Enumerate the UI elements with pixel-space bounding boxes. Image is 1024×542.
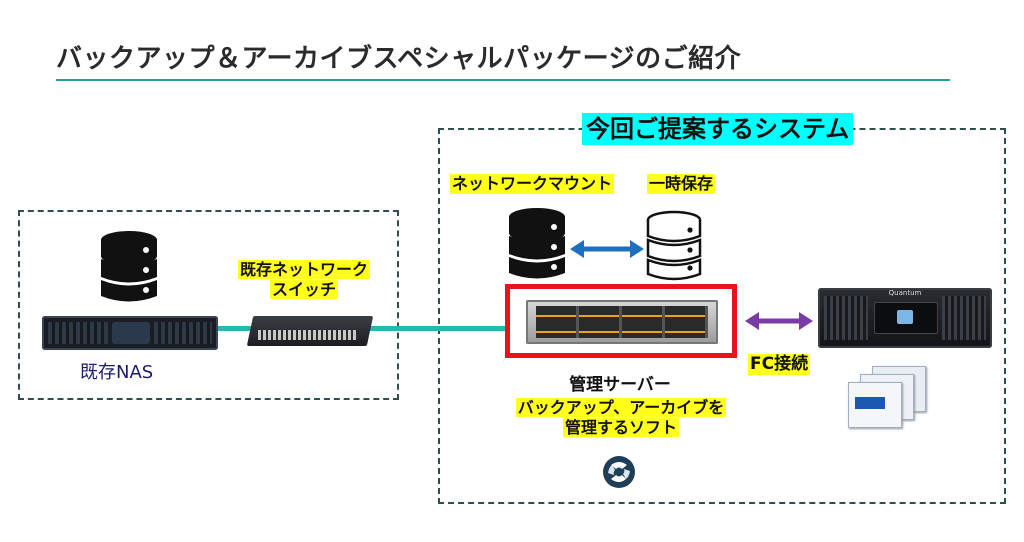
tape-library-brand: Quantum bbox=[888, 289, 922, 297]
network-switch-device bbox=[246, 308, 374, 354]
existing-switch-label-line1: 既存ネットワーク bbox=[237, 260, 370, 279]
management-server-device bbox=[526, 300, 718, 344]
software-label: バックアップ、アーカイブを 管理するソフト bbox=[496, 398, 746, 438]
management-server-label: 管理サーバー bbox=[569, 375, 671, 395]
tape-cartridges bbox=[848, 366, 940, 428]
page-title: バックアップ＆アーカイブスペシャルパッケージのご紹介 bbox=[56, 44, 742, 74]
existing-nas-device bbox=[42, 316, 218, 350]
temp-storage-label: 一時保存 bbox=[647, 174, 716, 194]
software-label-line2: 管理するソフト bbox=[562, 418, 679, 437]
fc-double-arrow-icon bbox=[745, 312, 813, 330]
software-logo-icon bbox=[603, 456, 635, 488]
sync-double-arrow-icon bbox=[570, 240, 644, 258]
existing-nas-label: 既存NAS bbox=[80, 362, 154, 383]
proposed-system-label: 今回ご提案するシステム bbox=[582, 113, 854, 145]
tape-library-device: Quantum bbox=[818, 288, 992, 348]
existing-switch-label: 既存ネットワーク スイッチ bbox=[234, 260, 374, 300]
software-label-line1: バックアップ、アーカイブを bbox=[515, 398, 727, 417]
nas-database-icon bbox=[101, 231, 157, 302]
temp-storage-database-icon bbox=[646, 210, 702, 281]
network-mount-database-icon bbox=[509, 208, 565, 279]
network-mount-label: ネットワークマウント bbox=[450, 174, 615, 194]
fc-connection-label: FC接続 bbox=[748, 354, 811, 376]
existing-switch-label-line2: スイッチ bbox=[269, 280, 338, 299]
existing-environment-box bbox=[18, 210, 399, 400]
title-divider bbox=[56, 79, 950, 81]
